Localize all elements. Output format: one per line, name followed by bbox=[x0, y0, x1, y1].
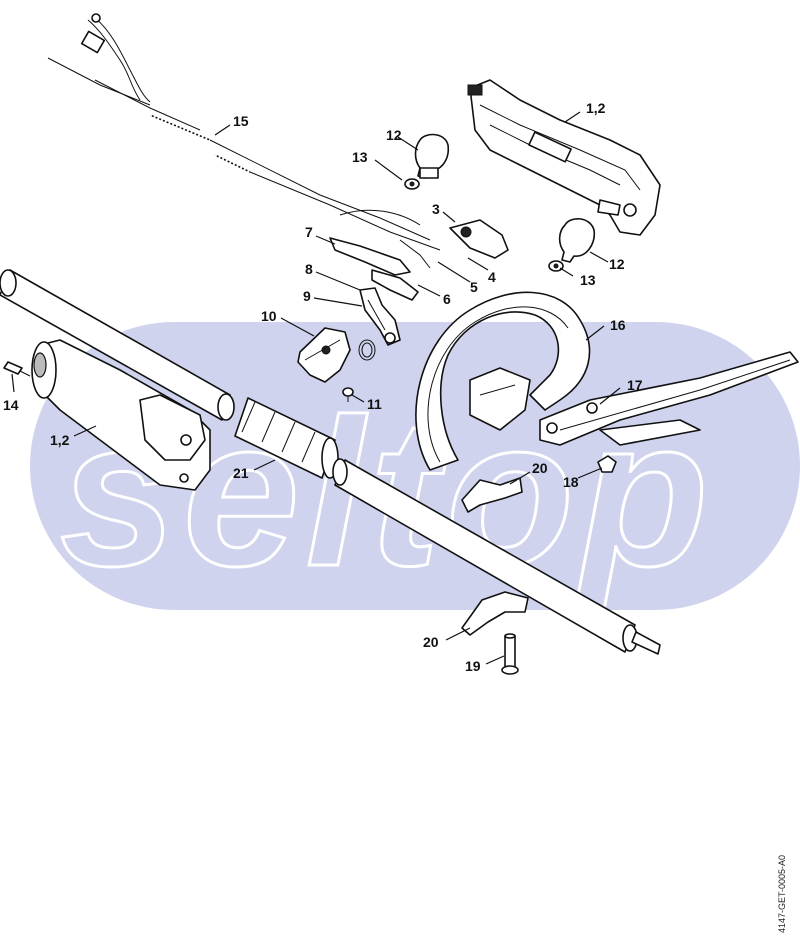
shaft-tube-upper bbox=[0, 269, 235, 421]
label-3: 3 bbox=[432, 201, 440, 217]
label-19: 19 bbox=[465, 658, 481, 674]
torsion-spring bbox=[358, 339, 376, 361]
label-7: 7 bbox=[305, 224, 313, 240]
label-6: 6 bbox=[443, 291, 451, 307]
label-20-upper: 20 bbox=[532, 460, 548, 476]
label-12-lower: 12 bbox=[609, 256, 625, 272]
label-17: 17 bbox=[627, 377, 643, 393]
throttle-cable bbox=[47, 13, 441, 269]
handle-housing-left bbox=[31, 339, 211, 491]
label-18: 18 bbox=[563, 474, 579, 490]
label-13-upper: 13 bbox=[352, 149, 368, 165]
label-15: 15 bbox=[233, 113, 249, 129]
label-1-2-top: 1,2 bbox=[586, 100, 606, 116]
label-13-lower: 13 bbox=[580, 272, 596, 288]
shaft-tube-lower bbox=[332, 458, 661, 655]
label-8: 8 bbox=[305, 261, 313, 277]
label-20-lower: 20 bbox=[423, 634, 439, 650]
drawing-code: 4147-GET-0005-A0 bbox=[777, 854, 787, 933]
label-9: 9 bbox=[303, 288, 311, 304]
label-4: 4 bbox=[488, 269, 496, 285]
screw-13-lower bbox=[548, 260, 564, 272]
clamp-20-lower bbox=[461, 591, 529, 636]
lever-8 bbox=[371, 269, 419, 301]
label-12-upper: 12 bbox=[386, 127, 402, 143]
part-labels: 1,2 15 12 13 3 4 5 6 7 8 9 10 11 12 13 1… bbox=[3, 100, 643, 674]
label-21: 21 bbox=[233, 465, 249, 481]
label-5: 5 bbox=[470, 279, 478, 295]
switch-3 bbox=[449, 219, 509, 259]
clamp-20-upper bbox=[461, 477, 523, 513]
clamp-12-upper bbox=[414, 133, 450, 179]
nut-18 bbox=[597, 455, 617, 473]
screw-11 bbox=[342, 387, 354, 402]
control-handle-housing bbox=[467, 79, 661, 236]
label-1-2-left: 1,2 bbox=[50, 432, 70, 448]
label-16: 16 bbox=[610, 317, 626, 333]
interlock-9 bbox=[359, 287, 401, 346]
trigger-lever-10 bbox=[297, 327, 351, 383]
label-14: 14 bbox=[3, 397, 19, 413]
screw-14 bbox=[3, 361, 31, 377]
handlebar-17 bbox=[539, 351, 799, 446]
bolt-19 bbox=[501, 633, 519, 675]
screw-13-upper bbox=[404, 178, 420, 190]
clamp-12-lower bbox=[558, 218, 596, 263]
trigger-7 bbox=[329, 237, 411, 276]
label-10: 10 bbox=[261, 308, 277, 324]
label-11: 11 bbox=[367, 396, 382, 412]
leader-lines bbox=[11, 111, 621, 665]
loop-handle-16 bbox=[415, 291, 591, 471]
